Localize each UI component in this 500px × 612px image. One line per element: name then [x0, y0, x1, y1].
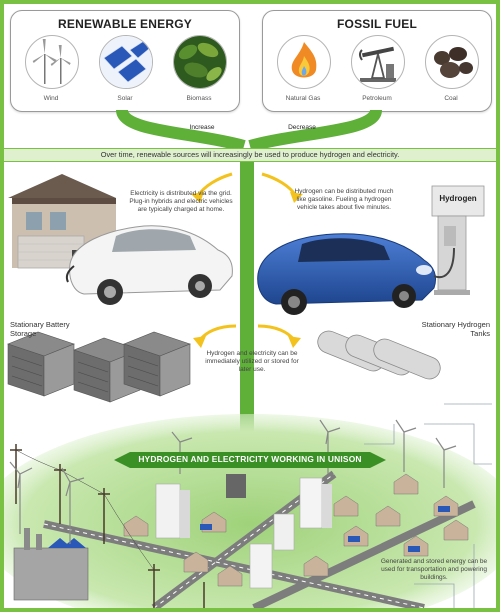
hydrogen-distribution-note: Hydrogen can be distributed much like ga…: [294, 188, 394, 211]
battery-storage-label: Stationary Battery Storage: [10, 320, 70, 338]
circuit-lines: [364, 403, 492, 608]
wind-turbine-icon: [25, 35, 79, 89]
city-wind-turbines: [9, 419, 457, 544]
unison-banner: HYDROGEN AND ELECTRICITY WORKING IN UNIS…: [138, 454, 362, 464]
main-trunk: [240, 162, 254, 462]
white-electric-car: [65, 225, 233, 305]
hydrogen-tanks-label: Stationary Hydrogen Tanks: [421, 320, 490, 338]
yellow-arrow-grid: [191, 192, 204, 203]
unison-banner-shape: [114, 452, 386, 468]
house-illustration: [8, 174, 116, 269]
renewable-transition-banner: Over time, renewable sources will increa…: [100, 150, 400, 159]
oil-pump-icon: [351, 35, 405, 89]
yellow-arrow-hydrogen: [290, 192, 303, 203]
hydrogen-tanks: [317, 330, 441, 380]
yellow-arrow-tanks: [288, 336, 301, 348]
coal-icon: [425, 35, 479, 89]
hydrogen-pump-label: Hydrogen: [439, 194, 477, 203]
solar-label: Solar: [117, 95, 133, 102]
grid-distribution-note: Electricity is distributed via the grid.…: [129, 190, 233, 213]
wind-label: Wind: [43, 95, 59, 102]
power-poles: [10, 444, 205, 608]
decrease-label: Decrease: [288, 124, 316, 131]
blue-hydrogen-car: [257, 233, 437, 315]
coal-label: Coal: [444, 95, 458, 102]
solar-panel-icon: [99, 35, 153, 89]
renewable-connector: [116, 108, 246, 152]
petroleum-label: Petroleum: [362, 95, 392, 102]
fossil-fuel-title: FOSSIL FUEL: [337, 17, 417, 31]
renewable-energy-panel: RENEWABLE ENERGY Wind Solar: [10, 10, 240, 112]
increase-label: Increase: [189, 124, 215, 131]
renewable-energy-title: RENEWABLE ENERGY: [58, 17, 192, 31]
city-buildings: [13, 473, 469, 601]
natural-gas-label: Natural Gas: [285, 95, 321, 102]
banner-bar: [4, 148, 496, 162]
biomass-label: Biomass: [186, 95, 212, 102]
leaf-icon: [173, 35, 227, 89]
hydrogen-pump: [431, 185, 485, 295]
flow-diagram: [4, 108, 496, 608]
yellow-arrow-battery: [193, 336, 206, 348]
battery-storage-units: [7, 331, 191, 403]
fossil-fuel-panel: FOSSIL FUEL Natural Gas Petroleum: [262, 10, 492, 112]
fossil-connector: [248, 108, 382, 152]
storage-note: Hydrogen and electricity can be immediat…: [205, 350, 299, 373]
flame-icon: [277, 35, 331, 89]
city-usage-note: Generated and stored energy can be used …: [380, 558, 488, 581]
